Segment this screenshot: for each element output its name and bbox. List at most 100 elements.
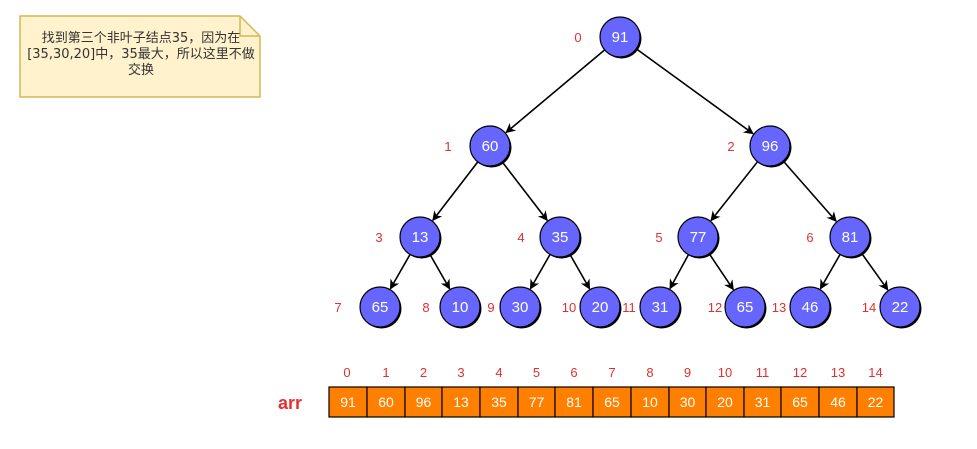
array-cell-value: 22	[868, 394, 884, 410]
tree-node-value: 60	[482, 138, 499, 155]
tree-node-index: 7	[334, 300, 341, 315]
tree-edge	[529, 253, 551, 290]
tree-node-index: 1	[444, 139, 451, 154]
tree-edge	[860, 252, 889, 291]
tree-node-index: 3	[375, 230, 382, 245]
array-cell	[743, 386, 782, 418]
tree-edges	[389, 48, 889, 291]
tree-node-circle	[499, 286, 541, 328]
array-index: 4	[495, 365, 502, 380]
tree-node-circle	[879, 286, 921, 328]
tree-edge	[569, 253, 591, 290]
tree-node: 46	[789, 286, 832, 329]
tree-node-index: 0	[574, 30, 581, 45]
tree-node-circle	[539, 216, 581, 258]
tree-edge	[505, 49, 606, 134]
tree-node: 77	[677, 216, 720, 259]
tree-node-value: 10	[452, 299, 469, 316]
tree-node-circle	[469, 125, 511, 167]
tree-node-index: 12	[708, 300, 722, 315]
tree-edge	[669, 254, 690, 290]
array-cell	[705, 386, 745, 418]
tree-node-value: 96	[762, 138, 779, 155]
tree-edge	[635, 48, 754, 135]
array-cell	[554, 386, 594, 418]
tree-node-index: 5	[655, 230, 662, 245]
tree-node-value: 35	[552, 229, 569, 246]
tree-node-circle	[829, 216, 871, 258]
tree-node-index: 11	[622, 300, 636, 315]
array-cell-value: 31	[755, 394, 771, 410]
array-cell-value: 35	[491, 394, 507, 410]
tree-node-circle	[599, 16, 641, 58]
tree-node-value: 30	[512, 299, 529, 316]
array-index: 5	[533, 365, 540, 380]
array-cell	[856, 386, 895, 418]
array-index: 0	[343, 365, 350, 380]
array-index: 2	[420, 365, 427, 380]
tree-node: 65	[359, 286, 402, 329]
array-cell-value: 10	[642, 394, 658, 410]
tree-node-value: 77	[690, 229, 707, 246]
tree-node-circle	[789, 286, 831, 328]
tree-node-value: 91	[612, 29, 629, 46]
tree-node-value: 13	[412, 229, 429, 246]
tree-edge	[429, 253, 451, 290]
tree-node-value: 81	[842, 229, 859, 246]
tree-node-circle	[749, 125, 791, 167]
tree-node: 30	[499, 286, 542, 329]
note-box	[19, 15, 261, 98]
tree-edge	[389, 253, 411, 290]
tree-node: 96	[749, 125, 792, 168]
tree-node: 22	[879, 286, 922, 329]
tree-node: 60	[469, 125, 512, 168]
tree-node: 81	[829, 216, 872, 259]
tree-node-circle	[724, 286, 766, 328]
array-index: 6	[570, 365, 577, 380]
array-index: 11	[756, 365, 770, 380]
array-cell-value: 30	[680, 394, 696, 410]
tree-node-index: 9	[487, 300, 494, 315]
tree-node-value: 65	[372, 299, 389, 316]
tree-node-index: 6	[806, 230, 813, 245]
tree-node-index: 14	[862, 300, 876, 315]
tree-node-circle	[677, 216, 719, 258]
tree-node-circle	[579, 286, 621, 328]
tree-node-value: 65	[737, 299, 754, 316]
array-index: 1	[382, 365, 389, 380]
array-cell-value: 65	[604, 394, 620, 410]
tree-node-value: 31	[652, 299, 669, 316]
array-cell-value: 65	[792, 394, 808, 410]
array-index: 7	[608, 365, 615, 380]
array-index: 14	[868, 365, 882, 380]
array-cell-value: 60	[378, 394, 394, 410]
tree-node-value: 46	[802, 299, 819, 316]
array-cell-value: 91	[340, 394, 356, 410]
tree-node-circle	[359, 286, 401, 328]
tree-node: 13	[399, 216, 442, 259]
tree-edge	[710, 161, 759, 222]
array-cell	[818, 386, 858, 418]
array-index: 8	[646, 365, 653, 380]
tree-node-circle	[439, 286, 481, 328]
tree-node-circle	[639, 286, 681, 328]
array-index: 13	[831, 365, 845, 380]
tree-edge	[819, 253, 841, 290]
tree-node: 20	[579, 286, 622, 329]
array-cell	[479, 386, 519, 418]
tree-edge	[432, 161, 479, 222]
array-label: arr	[278, 393, 302, 413]
array-cell-value: 81	[566, 394, 582, 410]
tree-node: 10	[439, 286, 482, 329]
array-cell	[366, 386, 406, 418]
note-fold	[239, 16, 260, 37]
array-index: 10	[718, 365, 732, 380]
note-text: 找到第三个非叶子结点35，因为在[35,30,20]中，35最大，所以这里不做交…	[27, 31, 255, 78]
array-cell-value: 20	[717, 394, 733, 410]
array-cell-value: 46	[830, 394, 846, 410]
tree-node: 31	[639, 286, 682, 329]
tree-node: 35	[539, 216, 582, 259]
tree-edge	[708, 253, 734, 291]
tree-node: 65	[724, 286, 767, 329]
